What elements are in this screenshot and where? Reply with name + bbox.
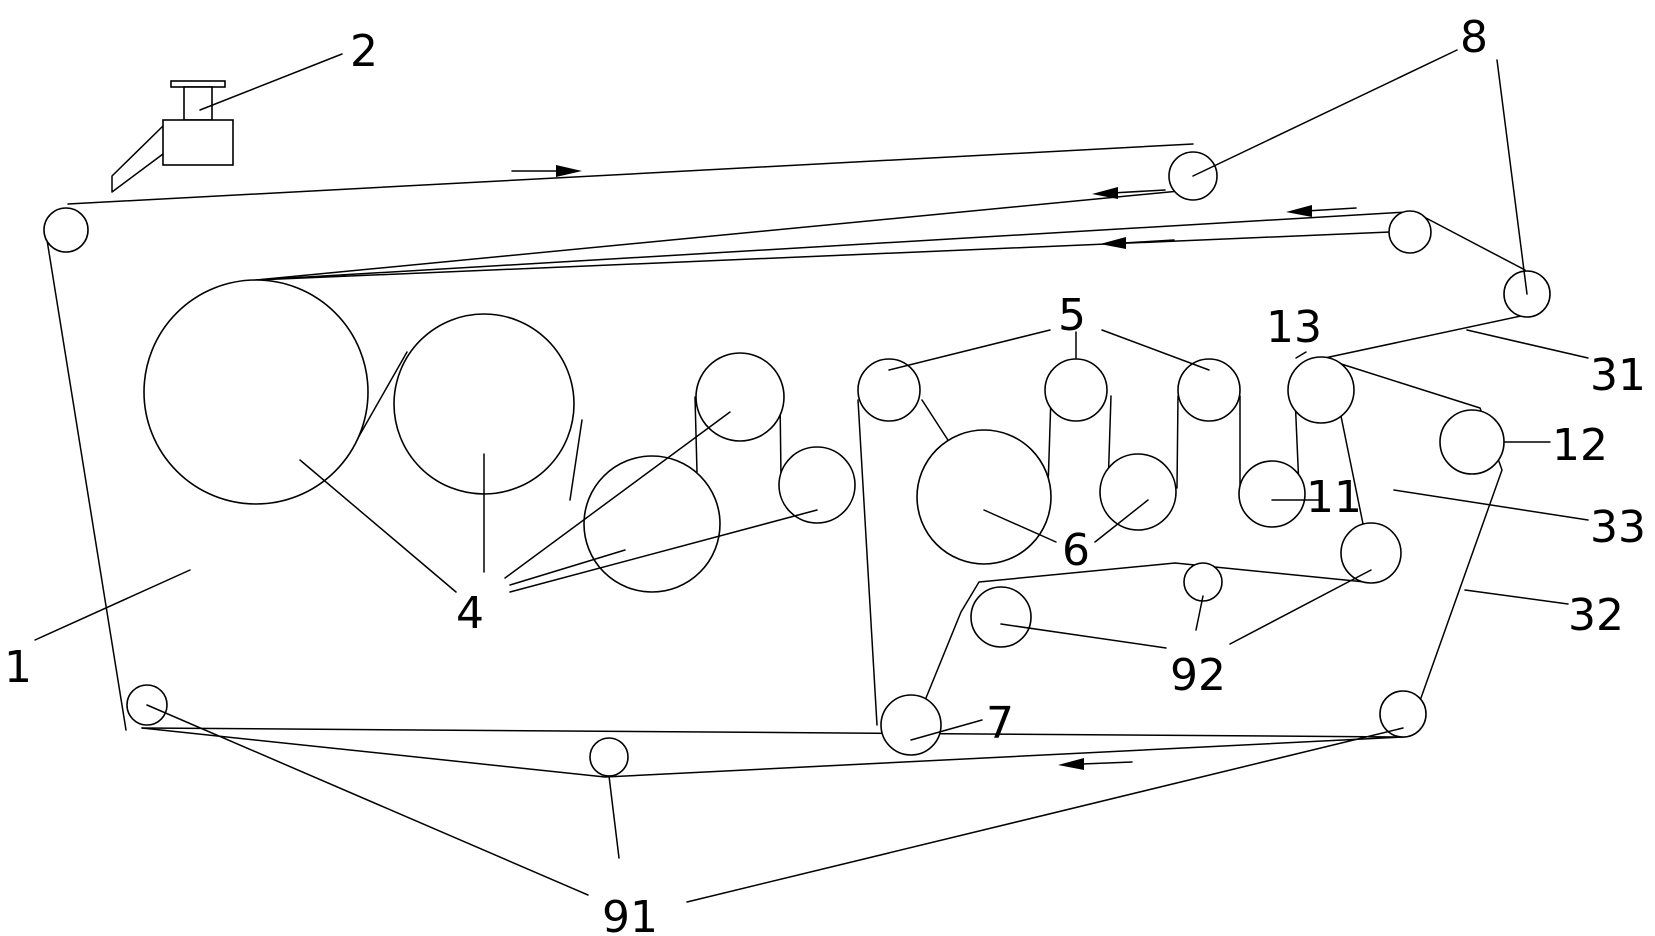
drum-6 bbox=[916, 429, 1052, 565]
roll-5-b bbox=[1044, 358, 1108, 422]
roll-5-a bbox=[857, 358, 921, 422]
leader-92-a bbox=[1000, 623, 1167, 649]
belt-31 bbox=[1305, 312, 1536, 363]
leader-6-b bbox=[1094, 499, 1149, 543]
labels: 2 8 1 4 5 6 7 11 12 13 31 33 32 92 91 bbox=[4, 12, 1646, 936]
leader-8-top bbox=[1192, 49, 1458, 177]
leader-8-right bbox=[1496, 59, 1528, 295]
label-33: 33 bbox=[1590, 502, 1646, 553]
leader-32 bbox=[1464, 589, 1569, 605]
serpentine-belt bbox=[357, 351, 1300, 726]
label-92: 92 bbox=[1170, 650, 1226, 701]
device-2-cap bbox=[170, 80, 226, 88]
arrow-right-top bbox=[511, 165, 582, 177]
arrow-left-1 bbox=[1092, 187, 1166, 199]
leader-6-a bbox=[983, 509, 1057, 543]
roll-lower-1 bbox=[778, 446, 856, 524]
leader-5-a bbox=[888, 329, 1051, 371]
roll-92-left bbox=[970, 586, 1032, 648]
leader-91-b bbox=[608, 775, 620, 859]
label-1: 1 bbox=[4, 642, 32, 693]
label-6: 6 bbox=[1062, 525, 1090, 576]
leader-4-a bbox=[299, 459, 457, 593]
leader-92-b bbox=[1195, 595, 1204, 631]
label-4: 4 bbox=[456, 588, 484, 639]
roll-11 bbox=[1238, 460, 1306, 528]
device-2 bbox=[111, 80, 234, 193]
label-12: 12 bbox=[1552, 420, 1608, 471]
leader-4-d bbox=[509, 549, 626, 586]
roll-91-right bbox=[1379, 690, 1427, 738]
upper-belt-lower bbox=[255, 189, 1191, 281]
middle-belt-lower bbox=[255, 231, 1391, 281]
leader-5-c bbox=[1101, 329, 1210, 371]
upper-belt-top bbox=[67, 143, 1194, 205]
arrow-left-2 bbox=[1286, 205, 1357, 217]
leader-4-c bbox=[504, 411, 731, 579]
device-2-body bbox=[162, 119, 234, 166]
roll-13 bbox=[1287, 356, 1355, 424]
roll-92-mid bbox=[1183, 562, 1223, 602]
roll-91-mid bbox=[589, 737, 629, 777]
roll-top-left bbox=[43, 207, 89, 253]
left-belt-run bbox=[46, 239, 127, 731]
roll-12 bbox=[1439, 409, 1505, 475]
roll-7 bbox=[880, 694, 942, 756]
leader-92-c bbox=[1229, 569, 1372, 645]
device-2-chute bbox=[111, 125, 164, 193]
leader-1 bbox=[34, 569, 191, 641]
leader-91-c bbox=[686, 727, 1404, 903]
roll-upper-1 bbox=[695, 352, 785, 442]
label-7: 7 bbox=[986, 698, 1014, 749]
arrow-left-3 bbox=[1100, 237, 1175, 249]
leader-lines bbox=[34, 49, 1589, 903]
roll-5-c bbox=[1177, 358, 1241, 422]
leader-4-e bbox=[509, 509, 818, 593]
rolls bbox=[43, 151, 1551, 777]
label-32: 32 bbox=[1568, 590, 1624, 641]
label-91: 91 bbox=[602, 892, 658, 936]
roll-92-right bbox=[1340, 522, 1402, 584]
leader-7 bbox=[910, 719, 983, 741]
bottom-belt-lower bbox=[141, 727, 1404, 738]
label-31: 31 bbox=[1590, 350, 1646, 401]
label-11: 11 bbox=[1306, 472, 1362, 523]
direction-arrows bbox=[511, 165, 1357, 770]
label-13: 13 bbox=[1266, 302, 1322, 353]
leader-13 bbox=[1295, 351, 1307, 359]
belt-loop-7 bbox=[914, 562, 1366, 726]
label-8: 8 bbox=[1460, 12, 1488, 63]
label-5: 5 bbox=[1058, 290, 1086, 341]
arrow-left-bottom bbox=[1058, 758, 1133, 770]
drum-large-1 bbox=[143, 279, 369, 505]
label-2: 2 bbox=[350, 26, 378, 77]
roll-top-right bbox=[1388, 210, 1432, 254]
leader-31 bbox=[1466, 329, 1589, 359]
device-2-neck bbox=[183, 86, 213, 121]
roll-6-b bbox=[1099, 453, 1177, 531]
middle-belt-top bbox=[255, 211, 1408, 281]
drum-medium-1 bbox=[583, 455, 721, 593]
leader-2 bbox=[199, 53, 343, 111]
leader-33 bbox=[1393, 489, 1589, 521]
bottom-belt-upper bbox=[141, 727, 1404, 778]
belt-to-roll-8 bbox=[1425, 217, 1526, 271]
leader-91-a bbox=[146, 704, 589, 896]
